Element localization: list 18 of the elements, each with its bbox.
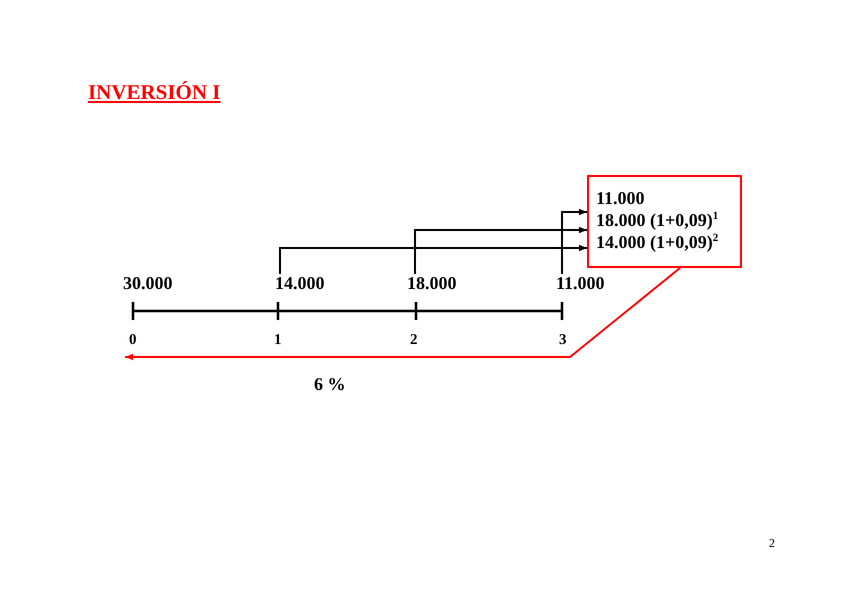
cash-flow-label: 11.000 — [556, 274, 605, 292]
cash-flow-label: 18.000 — [407, 274, 456, 292]
future-value-text: 14.000 (1+0,09)$^{2}$ — [596, 232, 718, 252]
arrow — [561, 208, 587, 274]
period-label: 1 — [274, 333, 282, 348]
result-box — [587, 175, 742, 268]
period-label: 3 — [559, 333, 566, 348]
period-label: 0 — [129, 333, 136, 348]
page-number: 2 — [769, 537, 775, 549]
period-label: 2 — [410, 333, 418, 348]
cash-flow-label: 14.000 — [275, 274, 324, 292]
title: INVERSIÓN I — [88, 82, 220, 103]
future-value-text: 18.000 (1+0,09)$^{1}$ — [596, 210, 718, 230]
arrow — [279, 244, 587, 274]
discount-arrow — [125, 267, 681, 360]
future-value-text: 11.000 — [596, 188, 645, 208]
arrow — [414, 226, 587, 274]
cash-flow-label: 30.000 — [123, 274, 172, 292]
